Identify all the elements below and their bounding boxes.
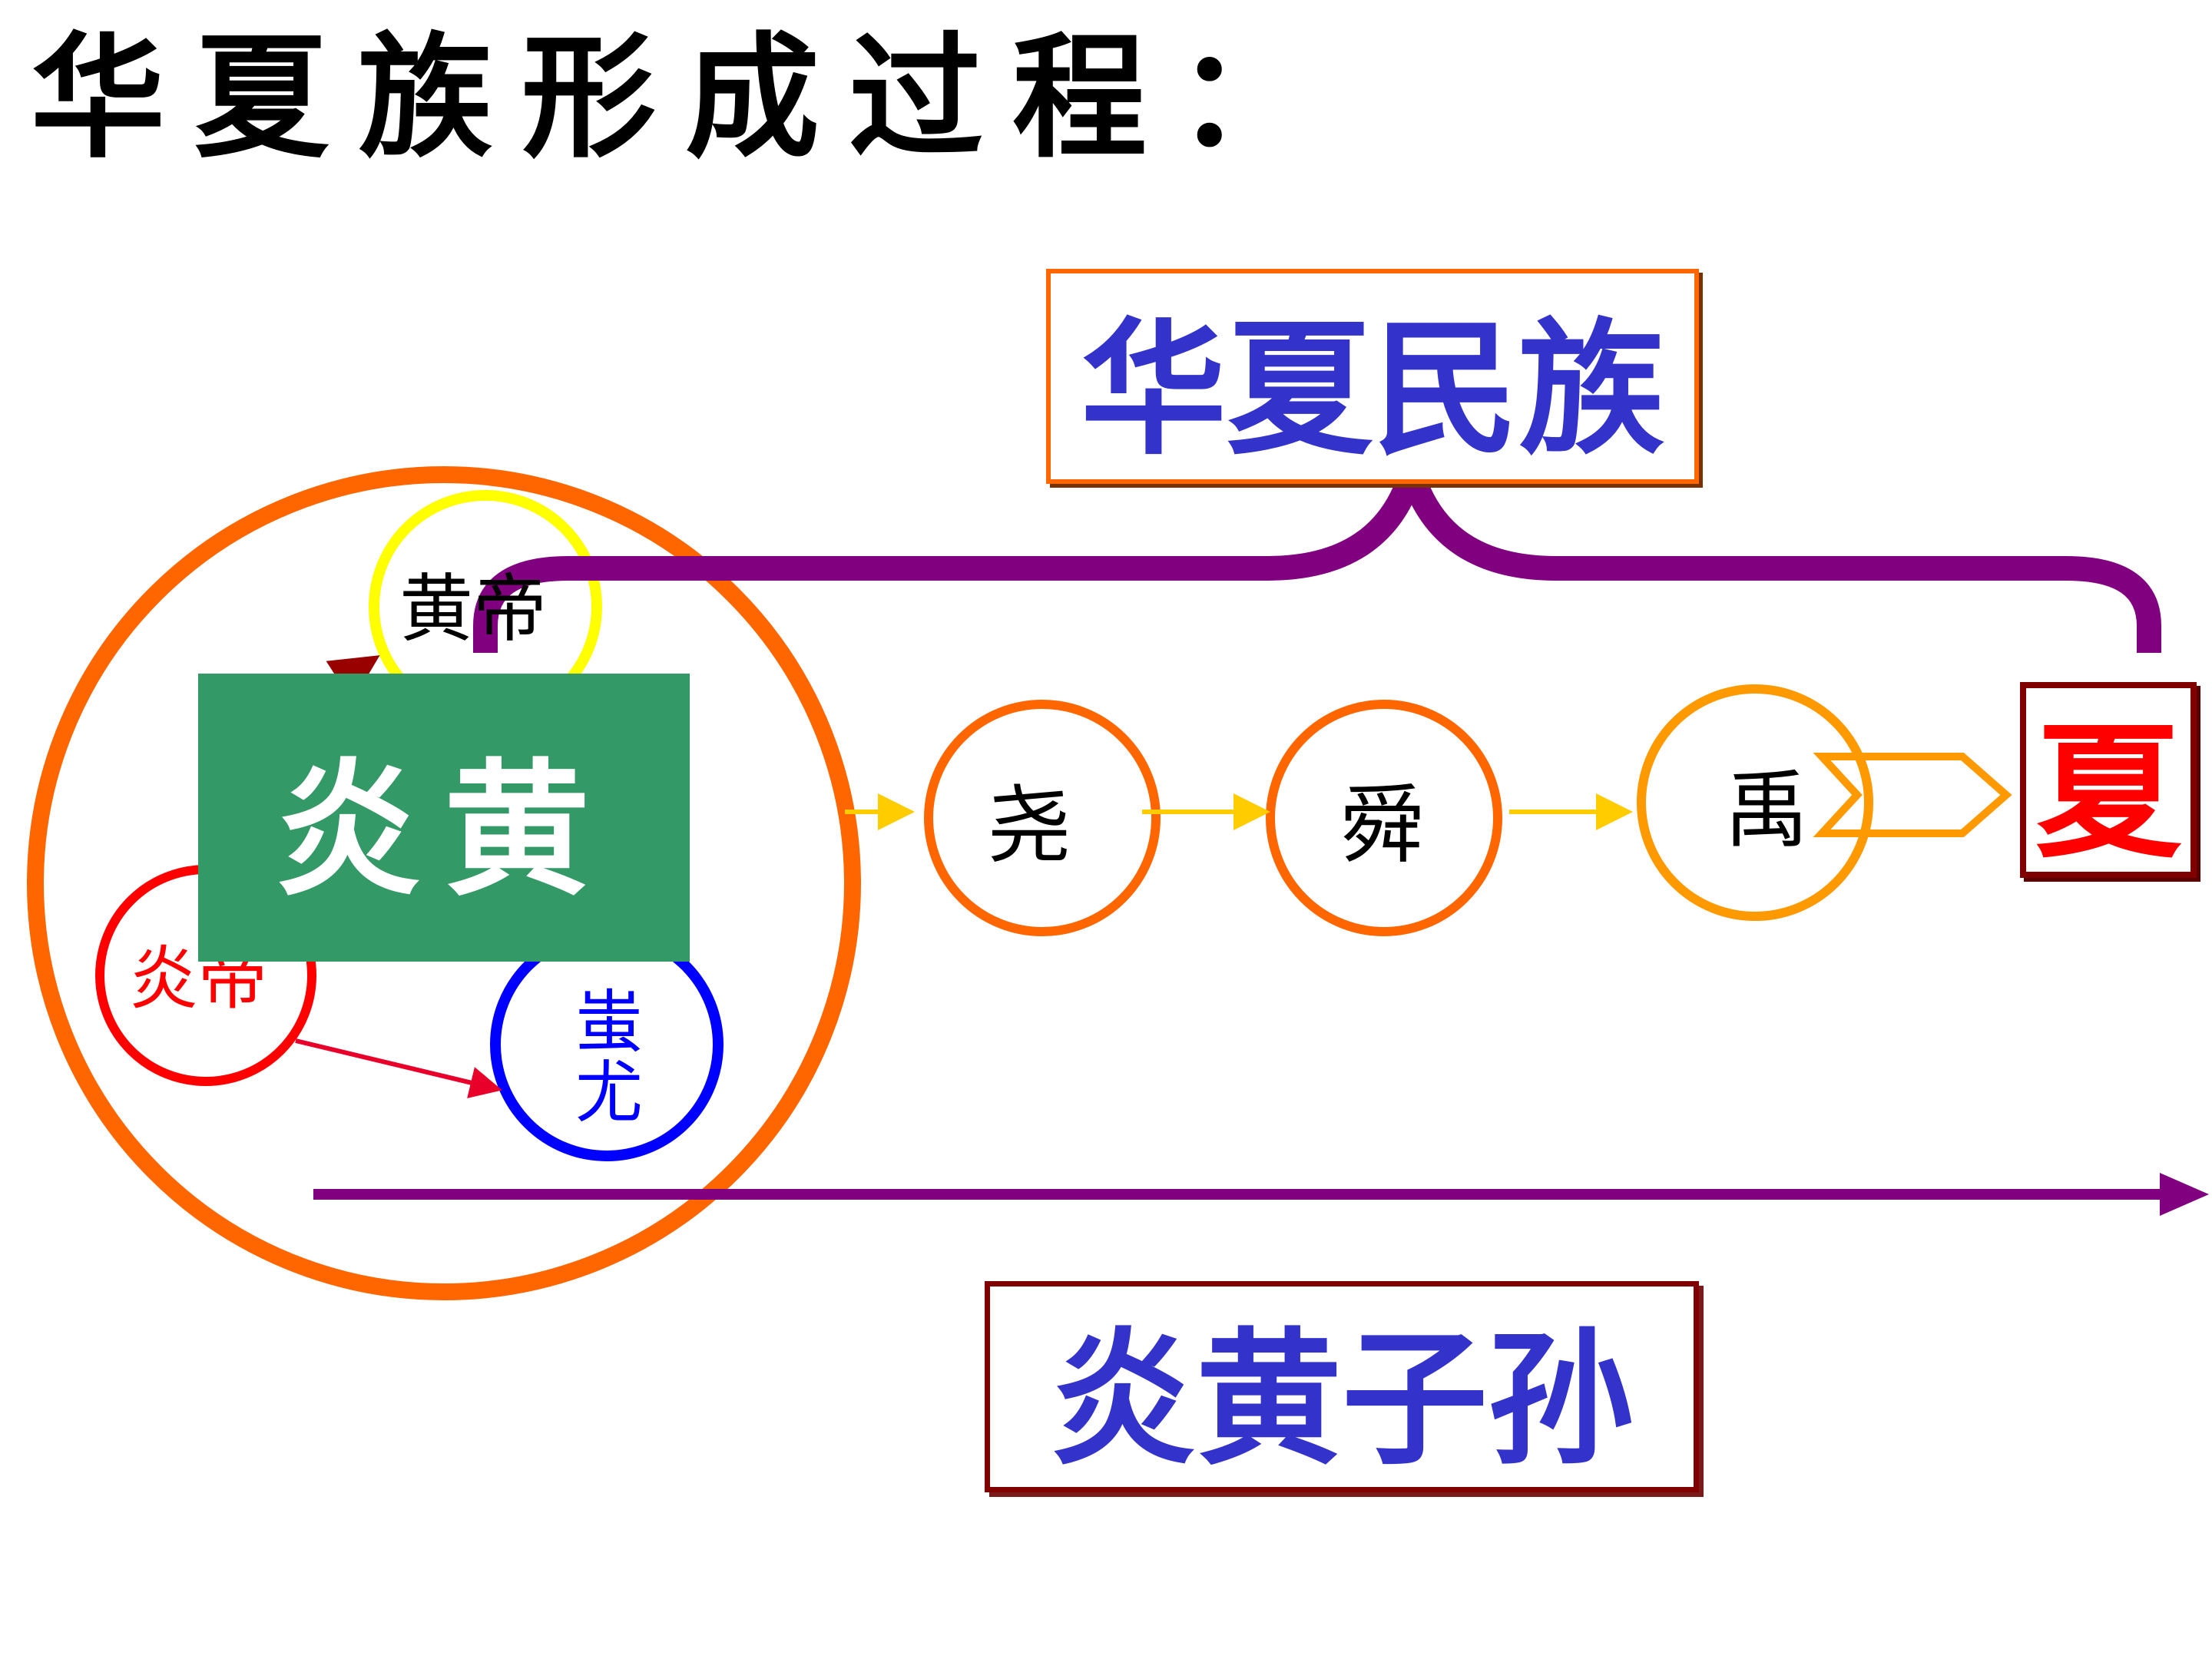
yao-label: 尧 xyxy=(987,777,1071,875)
shun-circle xyxy=(1266,700,1502,936)
shun-label: 舜 xyxy=(1340,777,1425,875)
yao-circle xyxy=(924,700,1161,936)
yanhuang-box: 炎黄 xyxy=(198,674,690,962)
xia-label: 夏 xyxy=(2035,708,2181,878)
huaxia-brace xyxy=(473,460,2161,653)
xia-box: 夏 xyxy=(2020,682,2197,878)
yanhuang-zisun-box: 炎黄子孙 xyxy=(985,1281,1699,1492)
yanhuang-zisun-label: 炎黄子孙 xyxy=(1049,1315,1634,1485)
timeline-arrowhead xyxy=(2160,1173,2209,1216)
yu-label: 禹 xyxy=(1724,761,1809,859)
huaxia-minzu-box: 华夏民族 xyxy=(1046,269,1699,484)
yandi-to-chiyou-arrow xyxy=(295,1038,502,1099)
huangdi-label: 黄帝 xyxy=(399,566,547,652)
yanhuang-group-circle xyxy=(27,466,861,1300)
page-title: 华夏族形成过程： xyxy=(31,19,1339,177)
yu-circle xyxy=(1637,684,1873,921)
chiyou-label: 蚩尤 xyxy=(575,982,643,1133)
yu-to-xia-chevron-arrow xyxy=(1813,753,2012,837)
huaxia-minzu-label: 华夏民族 xyxy=(1080,304,1664,475)
